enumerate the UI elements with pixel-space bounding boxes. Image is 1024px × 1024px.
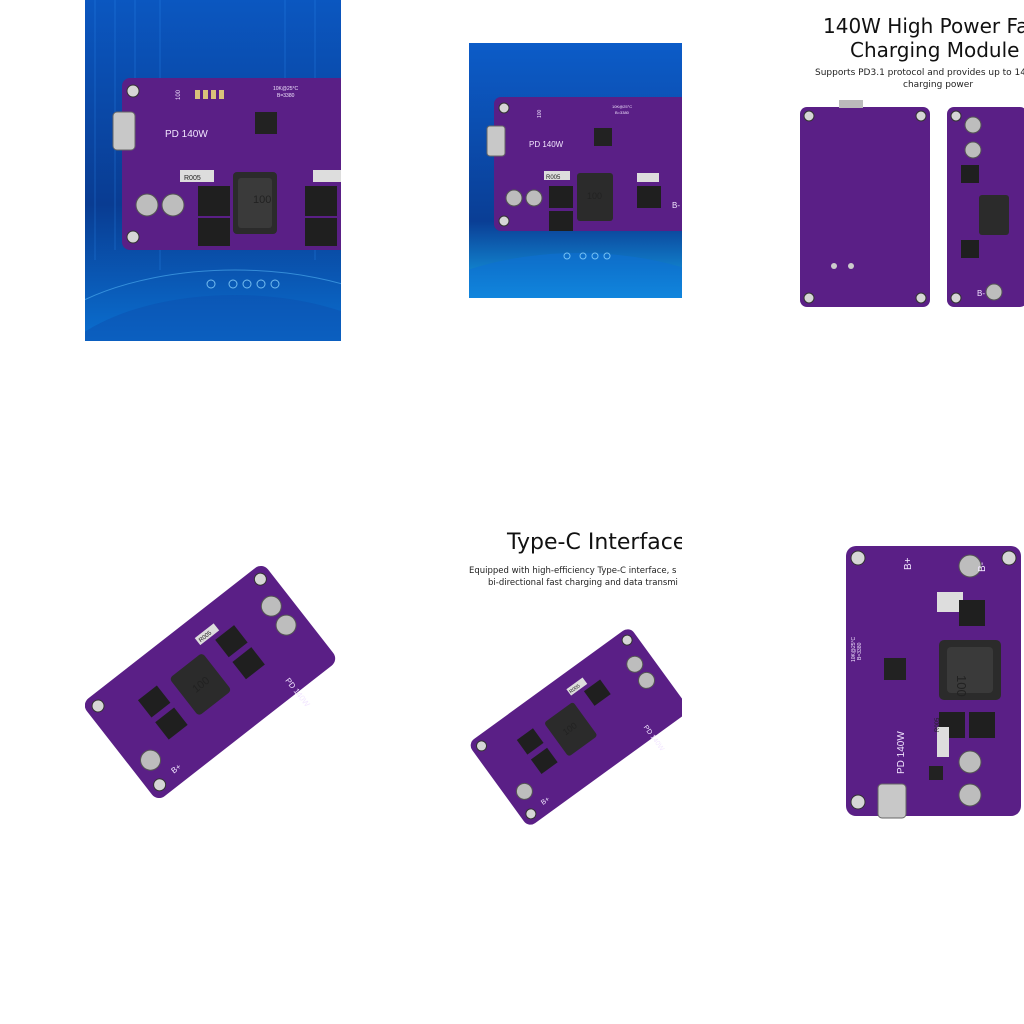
subtitle-line-2: charging power (903, 80, 974, 90)
product-image-4[interactable]: 100 R005 PD 140W B+ (85, 512, 341, 853)
pcb-label: PD 140W (165, 129, 208, 140)
silk-text: 100 (537, 109, 543, 118)
headline-line-2: Charging Module (850, 38, 1020, 62)
silk-text: 10K@25°C (273, 86, 299, 92)
edge-label: B+ (903, 557, 914, 570)
pcb-label: PD 140W (896, 731, 907, 774)
inductor-code: 100 (253, 194, 271, 206)
product-image-5[interactable]: Type-C Interface Equipped with high-effi… (469, 512, 682, 853)
silk-text: B=3380 (615, 110, 630, 115)
edge-label: B- (977, 562, 988, 572)
subtitle-line-1: Supports PD3.1 protocol and provides up … (815, 68, 1024, 78)
headline-line-1: 140W High Power Fa (823, 14, 1024, 38)
edge-label: B+ (540, 796, 551, 807)
silk-text: B=3380 (857, 642, 863, 660)
resistor-code: R005 (935, 717, 941, 732)
subtitle-line-1: Equipped with high-efficiency Type-C int… (469, 566, 677, 576)
product-image-2[interactable]: PD 140W 100 R005 10K@25°C B=3380 100 B- (469, 43, 682, 298)
product-image-3[interactable]: 140W High Power Fa Charging Module Suppo… (789, 0, 1024, 341)
resistor-code: R005 (184, 175, 201, 182)
product-image-6[interactable]: 100 R005 PD 140W B+ B- 10K@25°C B=3380 (789, 512, 1024, 853)
edge-label: B- (977, 289, 985, 298)
product-image-1[interactable]: PD 140W 100 R005 10K@25°C B=3380 100 (85, 0, 341, 341)
edge-label: B- (672, 201, 680, 210)
silk-text: 10K@25°C (612, 104, 632, 109)
pcb-label: PD 140W (529, 140, 564, 149)
silk-text: 10K@25°C (851, 636, 857, 662)
subtitle-line-2: bi-directional fast charging and data tr… (488, 578, 678, 588)
silk-text: B=3380 (277, 93, 295, 99)
inductor-code: 100 (954, 675, 969, 697)
headline: Type-C Interface (507, 530, 682, 555)
resistor-code: R005 (546, 175, 561, 181)
silk-text: 100 (176, 89, 182, 100)
inductor-code: 100 (587, 191, 602, 201)
